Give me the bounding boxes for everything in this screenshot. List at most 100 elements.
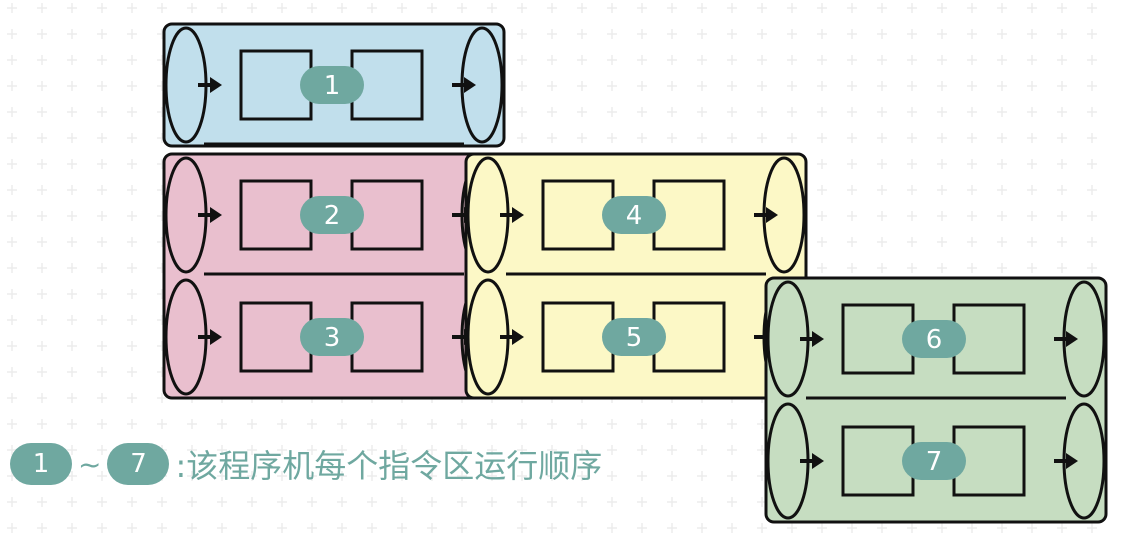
grid-plus-mark xyxy=(307,419,317,429)
grid-plus-mark xyxy=(127,133,137,143)
grid-plus-mark xyxy=(187,497,197,507)
arrow-right-icon xyxy=(500,329,524,345)
grid-plus-mark xyxy=(67,159,77,169)
grid-plus-mark xyxy=(937,55,947,65)
grid-plus-mark xyxy=(1087,237,1097,247)
grid-plus-mark xyxy=(727,81,737,91)
grid-plus-mark xyxy=(487,445,497,455)
grid-plus-mark xyxy=(517,523,527,533)
grid-plus-mark xyxy=(1057,3,1067,13)
grid-plus-mark xyxy=(637,419,647,429)
grid-plus-mark xyxy=(697,445,707,455)
grid-plus-mark xyxy=(607,445,617,455)
order-badge-label: 7 xyxy=(926,447,943,477)
grid-plus-mark xyxy=(937,237,947,247)
grid-plus-mark xyxy=(337,523,347,533)
grid-plus-mark xyxy=(67,471,77,481)
grid-plus-mark xyxy=(997,133,1007,143)
grid-plus-mark xyxy=(547,3,557,13)
grid-plus-mark xyxy=(547,445,557,455)
grid-plus-mark xyxy=(517,445,527,455)
order-badge-4: 4 xyxy=(602,196,666,234)
grid-plus-mark xyxy=(727,133,737,143)
grid-plus-mark xyxy=(37,523,47,533)
grid-plus-mark xyxy=(187,3,197,13)
grid-plus-mark xyxy=(817,185,827,195)
grid-plus-mark xyxy=(607,133,617,143)
grid-plus-mark xyxy=(97,29,107,39)
grid-plus-mark xyxy=(727,497,737,507)
grid-plus-mark xyxy=(97,497,107,507)
legend-separator: ~ xyxy=(78,447,102,481)
order-badge-2: 2 xyxy=(300,196,364,234)
grid-plus-mark xyxy=(457,471,467,481)
arrow-right-icon xyxy=(1054,453,1078,469)
grid-plus-mark xyxy=(1057,263,1067,273)
grid-plus-mark xyxy=(1057,237,1067,247)
grid-plus-mark xyxy=(607,81,617,91)
order-badge-6: 6 xyxy=(902,320,966,358)
grid-plus-mark xyxy=(1057,211,1067,221)
grid-plus-mark xyxy=(217,445,227,455)
grid-plus-mark xyxy=(817,107,827,117)
order-badge-label: 3 xyxy=(324,323,341,353)
grid-plus-mark xyxy=(967,263,977,273)
grid-plus-mark xyxy=(67,55,77,65)
grid-plus-mark xyxy=(7,107,17,117)
grid-plus-mark xyxy=(127,29,137,39)
grid-plus-mark xyxy=(877,159,887,169)
grid-plus-mark xyxy=(997,55,1007,65)
grid-plus-mark xyxy=(907,211,917,221)
grid-plus-mark xyxy=(7,367,17,377)
grid-plus-mark xyxy=(577,55,587,65)
grid-plus-mark xyxy=(637,523,647,533)
block-body xyxy=(162,152,506,400)
grid-plus-mark xyxy=(97,471,107,481)
grid-plus-mark xyxy=(637,55,647,65)
grid-plus-mark xyxy=(877,523,887,533)
grid-plus-mark xyxy=(607,471,617,481)
grid-plus-mark xyxy=(907,133,917,143)
grid-plus-mark xyxy=(907,263,917,273)
grid-plus-mark xyxy=(217,419,227,429)
grid-plus-mark xyxy=(577,29,587,39)
grid-plus-mark xyxy=(487,419,497,429)
grid-plus-mark xyxy=(7,133,17,143)
grid-plus-mark xyxy=(157,497,167,507)
block-body xyxy=(764,276,1108,524)
grid-plus-mark xyxy=(997,237,1007,247)
grid-plus-mark xyxy=(127,289,137,299)
grid-plus-mark xyxy=(1027,159,1037,169)
grid-plus-mark xyxy=(877,3,887,13)
grid-plus-mark xyxy=(37,29,47,39)
grid-plus-mark xyxy=(937,159,947,169)
grid-plus-mark xyxy=(217,523,227,533)
grid-plus-mark xyxy=(1087,81,1097,91)
grid-plus-mark xyxy=(367,497,377,507)
grid-plus-mark xyxy=(7,237,17,247)
grid-plus-mark xyxy=(697,419,707,429)
grid-plus-mark xyxy=(1027,55,1037,65)
grid-plus-mark xyxy=(7,29,17,39)
grid-plus-mark xyxy=(97,263,107,273)
order-badge-label: 5 xyxy=(626,323,643,353)
grid-plus-mark xyxy=(607,55,617,65)
grid-plus-mark xyxy=(817,3,827,13)
grid-plus-mark xyxy=(247,419,257,429)
grid-plus-mark xyxy=(127,237,137,247)
grid-plus-mark xyxy=(1057,185,1067,195)
grid-plus-mark xyxy=(7,185,17,195)
grid-plus-mark xyxy=(877,55,887,65)
order-badge-label: 1 xyxy=(324,71,341,101)
grid-plus-mark xyxy=(37,237,47,247)
grid-plus-mark xyxy=(1057,523,1067,533)
grid-plus-mark xyxy=(577,3,587,13)
grid-plus-mark xyxy=(307,497,317,507)
grid-plus-mark xyxy=(37,159,47,169)
grid-plus-mark xyxy=(577,523,587,533)
grid-plus-mark xyxy=(67,211,77,221)
grid-plus-mark xyxy=(577,419,587,429)
grid-plus-mark xyxy=(757,133,767,143)
grid-plus-mark xyxy=(667,523,677,533)
grid-plus-mark xyxy=(7,55,17,65)
